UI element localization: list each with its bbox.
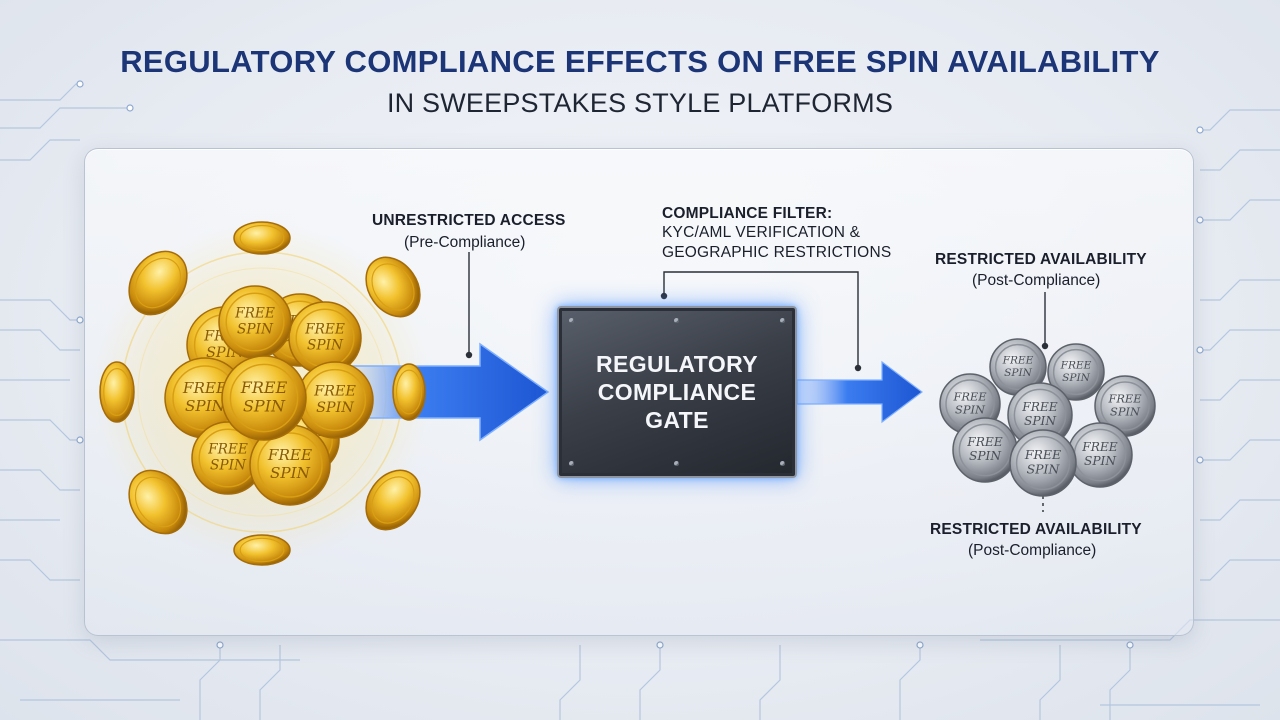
- coin-text-free: FREE: [1060, 360, 1092, 372]
- orbit-gold-coin: [128, 469, 188, 535]
- coin-text-free: FREE: [313, 383, 356, 399]
- restricted-top-sub: (Post-Compliance): [972, 272, 1101, 289]
- connector-filter-left: [663, 271, 859, 368]
- restricted-bottom-sub: (Post-Compliance): [968, 542, 1097, 559]
- coin-text-free: FREE: [240, 378, 288, 397]
- coin-text-free: FREE: [1024, 447, 1061, 462]
- coin-text-free: FREE: [952, 389, 987, 403]
- coin-text-free: FREE: [1021, 400, 1058, 414]
- coin-text-free: FREE: [1002, 355, 1034, 367]
- filter-line2: GEOGRAPHIC RESTRICTIONS: [662, 244, 892, 261]
- unrestricted-title: UNRESTRICTED ACCESS: [372, 212, 566, 229]
- coin-text-spin: SPIN: [270, 464, 311, 482]
- gate-line3: GATE: [645, 407, 709, 433]
- flow-arrow-restricted: [796, 360, 923, 424]
- filter-line1: KYC/AML VERIFICATION &: [662, 224, 861, 241]
- coin-text-free: FREE: [182, 379, 227, 397]
- coin-text-spin: SPIN: [1004, 367, 1033, 379]
- page-title: REGULATORY COMPLIANCE EFFECTS ON FREE SP…: [120, 44, 1160, 79]
- coin-text-spin: SPIN: [243, 396, 286, 415]
- orbit-gold-coin: [392, 363, 426, 421]
- coin-text-spin: SPIN: [1084, 454, 1117, 468]
- compliance-gate: REGULATORY COMPLIANCE GATE: [557, 306, 797, 478]
- coin-text-free: FREE: [304, 322, 345, 338]
- coin-text-spin: SPIN: [1024, 414, 1057, 428]
- coin-text-spin: SPIN: [316, 400, 354, 416]
- coin-text-free: FREE: [1081, 440, 1118, 454]
- orbit-gold-coin: [99, 361, 135, 423]
- filter-title: COMPLIANCE FILTER:: [662, 205, 833, 222]
- unrestricted-sub: (Pre-Compliance): [404, 234, 526, 251]
- coin-text-spin: SPIN: [237, 322, 274, 338]
- orbit-gold-coin: [233, 221, 291, 255]
- coin-text-spin: SPIN: [1062, 372, 1091, 384]
- page-subtitle: IN SWEEPSTAKES STYLE PLATFORMS: [386, 88, 894, 118]
- coin-text-free: FREE: [966, 435, 1003, 449]
- coin-text-spin: SPIN: [955, 403, 986, 417]
- gate-line2: COMPLIANCE: [597, 379, 757, 405]
- orbit-gold-coin: [128, 250, 188, 316]
- coin-text-spin: SPIN: [185, 397, 226, 415]
- orbit-gold-coin: [233, 534, 291, 566]
- orbit-gold-coin: [365, 256, 421, 318]
- coin-text-spin: SPIN: [307, 338, 344, 354]
- coin-text-spin: SPIN: [1110, 405, 1141, 419]
- coin-text-free: FREE: [267, 446, 312, 464]
- flow-arrow-unrestricted: [349, 342, 550, 442]
- coin-text-spin: SPIN: [210, 458, 247, 474]
- coin-text-spin: SPIN: [969, 449, 1002, 463]
- coin-text-free: FREE: [1107, 391, 1142, 405]
- restricted-top-title: RESTRICTED AVAILABILITY: [935, 251, 1147, 268]
- coin-text-free: FREE: [207, 442, 248, 458]
- coin-text-free: FREE: [234, 306, 275, 322]
- gate-line1: REGULATORY: [595, 351, 759, 377]
- orbit-gold-coin: [365, 469, 421, 531]
- coin-text-spin: SPIN: [1027, 462, 1061, 477]
- restricted-bottom-title: RESTRICTED AVAILABILITY: [930, 521, 1142, 538]
